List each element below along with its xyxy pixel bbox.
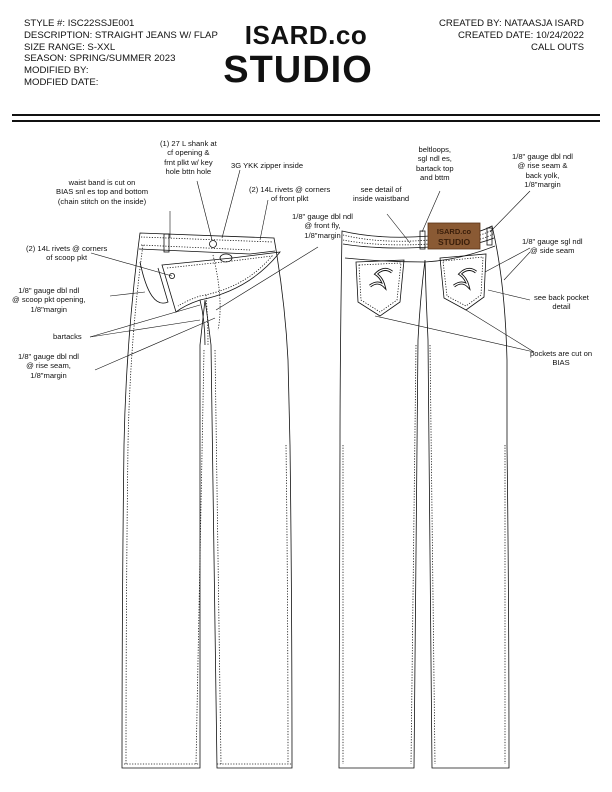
leather-patch: ISARD.co STUDIO (427, 222, 481, 250)
callout-zipper: 3G YKK zipper inside (231, 161, 304, 170)
pocket-stitch-design-left-inner (369, 268, 393, 288)
patch-line-2: STUDIO (438, 237, 471, 247)
callout-pockets-bias: pockets are cut on BIAS (530, 349, 593, 368)
callout-beltloops: beltloops, sgl ndl es, bartack top and b… (416, 145, 454, 182)
scoop-pocket (139, 261, 169, 304)
header-divider-bottom (12, 120, 600, 122)
front-flap (161, 251, 281, 313)
modified-by: MODIFIED BY: (24, 65, 89, 77)
flap-stitch (166, 255, 273, 307)
back-pocket-right (439, 253, 487, 311)
season: SEASON: SPRING/SUMMER 2023 (24, 53, 176, 65)
front-outline (121, 232, 293, 769)
back-pocket-left-stitch (358, 262, 402, 313)
spec-header-left: STYLE #: ISC22SSJE001 DESCRIPTION: STRAI… (24, 18, 218, 89)
size-range: SIZE RANGE: S-XXL (24, 41, 116, 53)
brand-line-2: STUDIO (223, 49, 373, 91)
callout-rivets-plkt: (2) 14L rivets @ corners of front plkt (249, 185, 331, 204)
front-outline-inner (125, 244, 289, 765)
modified-date: MODFIED DATE: (24, 76, 99, 88)
created-date: CREATED DATE: 10/24/2022 (457, 29, 584, 41)
back-beltloop-left (419, 230, 426, 250)
back-beltloop-right (486, 227, 493, 246)
front-waistband (138, 248, 276, 255)
callout-waistband-bias: waist band is cut on BIAS snl es top and… (56, 178, 149, 206)
created-by: CREATED BY: NATAASJA ISARD (438, 18, 584, 29)
callout-front-fly: 1/8" gauge dbl ndl @ front fly, 1/8"marg… (292, 212, 353, 240)
front-jeans-view (121, 232, 293, 769)
rivet-icon (168, 272, 175, 279)
style-number: STYLE #: ISC22SSJE001 (24, 18, 135, 29)
brand-logo: ISARD.co STUDIO (0, 20, 612, 90)
callout-rivets-scoop: (2) 14L rivets @ corners of scoop pkt (26, 244, 108, 263)
callout-shank: (1) 27 L shank at cf opening & frnt plkt… (160, 139, 217, 176)
back-jeans-view (338, 225, 510, 769)
callout-bartacks: bartacks (53, 332, 82, 341)
back-outline (338, 225, 510, 769)
front-fly-stitch (205, 254, 221, 346)
brand-line-1: ISARD.co (244, 20, 368, 50)
call-outs-title: CALL OUTS (531, 41, 584, 53)
callout-rise-seam: 1/8" gauge dbl ndl @ rise seam, 1/8"marg… (18, 352, 79, 380)
callout-see-waistband: see detail of inside waistband (353, 185, 410, 204)
front-waistband-stitch (140, 236, 274, 251)
description: DESCRIPTION: STRAIGHT JEANS W/ FLAP (24, 29, 218, 41)
spec-header-right: CREATED BY: NATAASJA ISARD CREATED DATE:… (439, 18, 584, 53)
callout-scoop-opening: 1/8" gauge dbl ndl @ scoop pkt opening, … (12, 286, 86, 314)
callout-back-pocket: see back pocket detail (534, 293, 589, 312)
header-divider-top (12, 114, 600, 116)
shank-button-icon (209, 240, 217, 248)
patch-line-1: ISARD.co (437, 227, 472, 236)
callout-leader-lines (89, 169, 535, 371)
rise-seam (199, 299, 206, 346)
back-pocket-left (355, 259, 405, 317)
back-pocket-right-stitch (442, 256, 484, 307)
callout-side-seam: 1/8" gauge sgl ndl @ side seam (522, 237, 583, 256)
front-beltloop (163, 233, 170, 253)
keyhole-button-icon (219, 253, 233, 263)
back-outline-inner (342, 344, 506, 765)
callout-back-yolk: 1/8" gauge dbl ndl @ rise seam & back yo… (512, 152, 573, 189)
back-yoke (344, 245, 496, 263)
pocket-stitch-design-right-inner (453, 268, 477, 288)
